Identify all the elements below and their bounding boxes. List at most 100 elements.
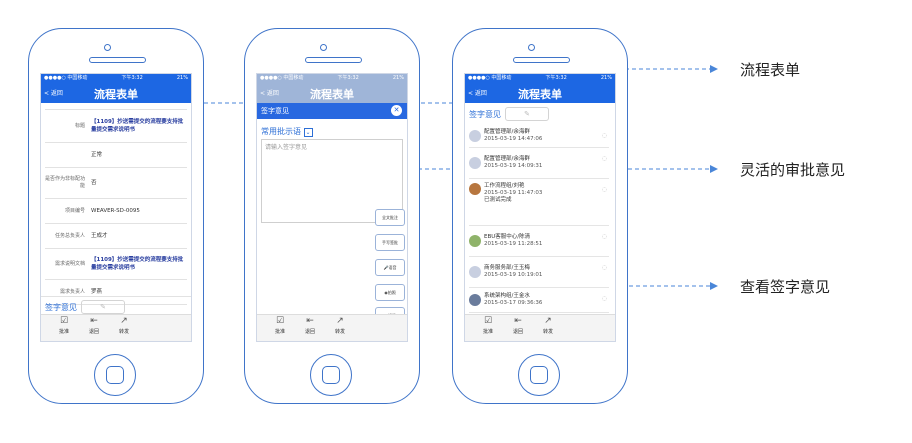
back-button[interactable]: < 返回 [44,90,63,97]
form-row: 需求说明文档 【1109】抄送需提交的流程要支持批量提交需求说明书 [45,249,187,280]
voice-button[interactable]: 🎤语音 [375,259,405,276]
dimmed-header: ●●●●○ 中国移动 下午3:32 21% < 返回 流程表单 [257,74,407,103]
return-button[interactable]: ⇤ 退回 [503,315,533,341]
avatar [469,235,481,247]
status-bar: ●●●●○ 中国移动 下午3:32 21% [465,74,615,83]
camera-button[interactable]: ◉拍照 [375,284,405,301]
form-value: 罗燕 [91,289,103,295]
return-icon: ⇤ [514,316,522,326]
pen-icon[interactable]: ✎ [81,300,125,314]
status-circle-icon: ◌ [601,132,607,139]
form-row: 是否作为非标配功能 否 [45,168,187,199]
status-circle-icon: ◌ [601,233,607,240]
forward-icon: ↗ [544,316,552,326]
approve-button[interactable]: ☑批准 [49,315,79,341]
callout-approval-label: 灵活的审批意见 [740,161,846,179]
sign-opinion-label: 签字意见 [45,303,77,312]
approve-label: 批准 [274,329,285,335]
phone-sign-list: ●●●●○ 中国移动 下午3:32 21% < 返回 流程表单 签字意见 ✎ 配… [452,28,628,404]
bottom-toolbar: ☑批准 ⇤ 退回 ↗转发 [465,314,615,341]
form-row: 标题 【1109】抄送需提交的流程要支持批量提交需求说明书 [45,110,187,143]
sign-opinion-label: 签字意见 [469,110,501,119]
carrier-label: ●●●●○ 中国移动 [44,75,88,81]
form-row: 需求负责人 罗燕 [45,280,187,305]
form-value-link[interactable]: 【1109】抄送需提交的流程要支持批量提交需求说明书 [91,257,184,271]
form-row: 正常 [45,143,187,168]
annotate-label: 全文批注 [382,215,398,220]
forward-button[interactable]: ↗转发 [533,315,563,341]
home-button[interactable] [518,354,560,396]
home-button[interactable] [310,354,352,396]
avatar [469,266,481,278]
avatar [469,130,481,142]
sign-opinion-bar: 签字意见 ✎ [41,296,191,317]
approve-icon: ☑ [275,316,285,326]
arrowhead-approval [710,165,718,173]
nav-bar: < 返回 流程表单 [465,83,615,103]
callout-view-label: 查看签字意见 [740,278,831,296]
signer-name: 配置管理部/余海群 [484,156,530,162]
back-button: < 返回 [260,90,279,97]
time-label: 下午3:32 [545,75,567,81]
common-phrases-label[interactable]: 常用批示语 ⌄ [261,126,407,137]
approve-button[interactable]: ☑ 批准 [265,315,295,341]
chevron-down-icon: ⌄ [303,128,313,137]
forward-icon: ↗ [120,316,128,326]
form-value-link[interactable]: 【1109】抄送需提交的流程要支持批量提交需求说明书 [91,119,184,133]
handwrite-sign-button[interactable]: 手写签批 [375,234,405,251]
home-button[interactable] [94,354,136,396]
forward-label: 转发 [334,329,345,335]
screen-sign-list: ●●●●○ 中国移动 下午3:32 21% < 返回 流程表单 签字意见 ✎ 配… [464,73,616,342]
forward-button[interactable]: ↗ 转发 [325,315,355,341]
nav-bar: < 返回 流程表单 [257,83,407,103]
opinion-textarea[interactable]: 请输入签字意见 [261,139,403,223]
time-label: 下午3:32 [121,75,143,81]
status-circle-icon: ◌ [601,186,607,193]
status-circle-icon: ◌ [601,264,607,271]
sign-date: 2015-03-17 09:36:36 [484,300,543,306]
form-label: 标题 [74,122,85,129]
form-value: 否 [91,180,97,186]
forward-button[interactable]: ↗转发 [109,315,139,341]
handwrite-label: 手写签批 [382,240,398,245]
approve-icon: ☑ [483,316,493,326]
phone-form: ●●●●○ 中国移动 下午3:32 21% < 返回 流程表单 标题 【1109… [28,28,204,404]
nav-title[interactable]: 流程表单 [518,88,562,101]
sign-date: 2015-03-19 10:19:01 [484,272,543,278]
earpiece [89,57,146,63]
phone-opinion-input: ●●●●○ 中国移动 下午3:32 21% < 返回 流程表单 签字意见 ✕ 常… [244,28,420,404]
camera-dot [104,44,111,51]
close-icon[interactable]: ✕ [391,105,402,116]
avatar [469,183,481,195]
form-value: 正常 [91,152,103,158]
sign-date: 2015-03-19 14:09:31 [484,163,543,169]
back-button[interactable]: < 返回 [468,90,487,97]
screen-form: ●●●●○ 中国移动 下午3:32 21% < 返回 流程表单 标题 【1109… [40,73,192,342]
pen-icon[interactable]: ✎ [505,107,549,121]
form-label: 需求说明文档 [54,260,85,267]
earpiece [305,57,362,63]
form-value: WEAVER-SD-0095 [91,208,140,214]
return-button[interactable]: ⇤退回 [295,315,325,341]
bottom-toolbar: ☑ 批准 ⇤退回 ↗ 转发 [257,314,407,341]
screen-opinion-input: ●●●●○ 中国移动 下午3:32 21% < 返回 流程表单 签字意见 ✕ 常… [256,73,408,342]
return-label: 退回 [88,329,99,335]
forward-icon: ↗ [336,316,344,326]
carrier-label: ●●●●○ 中国移动 [468,75,512,81]
nav-title[interactable]: 流程表单 [94,88,138,101]
signer-name: 系统架构组/王金水 [484,293,530,299]
carrier-label: ●●●●○ 中国移动 [260,75,304,81]
approve-button[interactable]: ☑批准 [473,315,503,341]
popup-title: 签字意见 [261,107,289,115]
return-button[interactable]: ⇤退回 [79,315,109,341]
form-row: 项目编号 WEAVER-SD-0095 [45,199,187,224]
status-circle-icon: ◌ [601,295,607,302]
return-label: 退回 [512,329,523,335]
annotate-full-text-button[interactable]: 全文批注 [375,209,405,226]
